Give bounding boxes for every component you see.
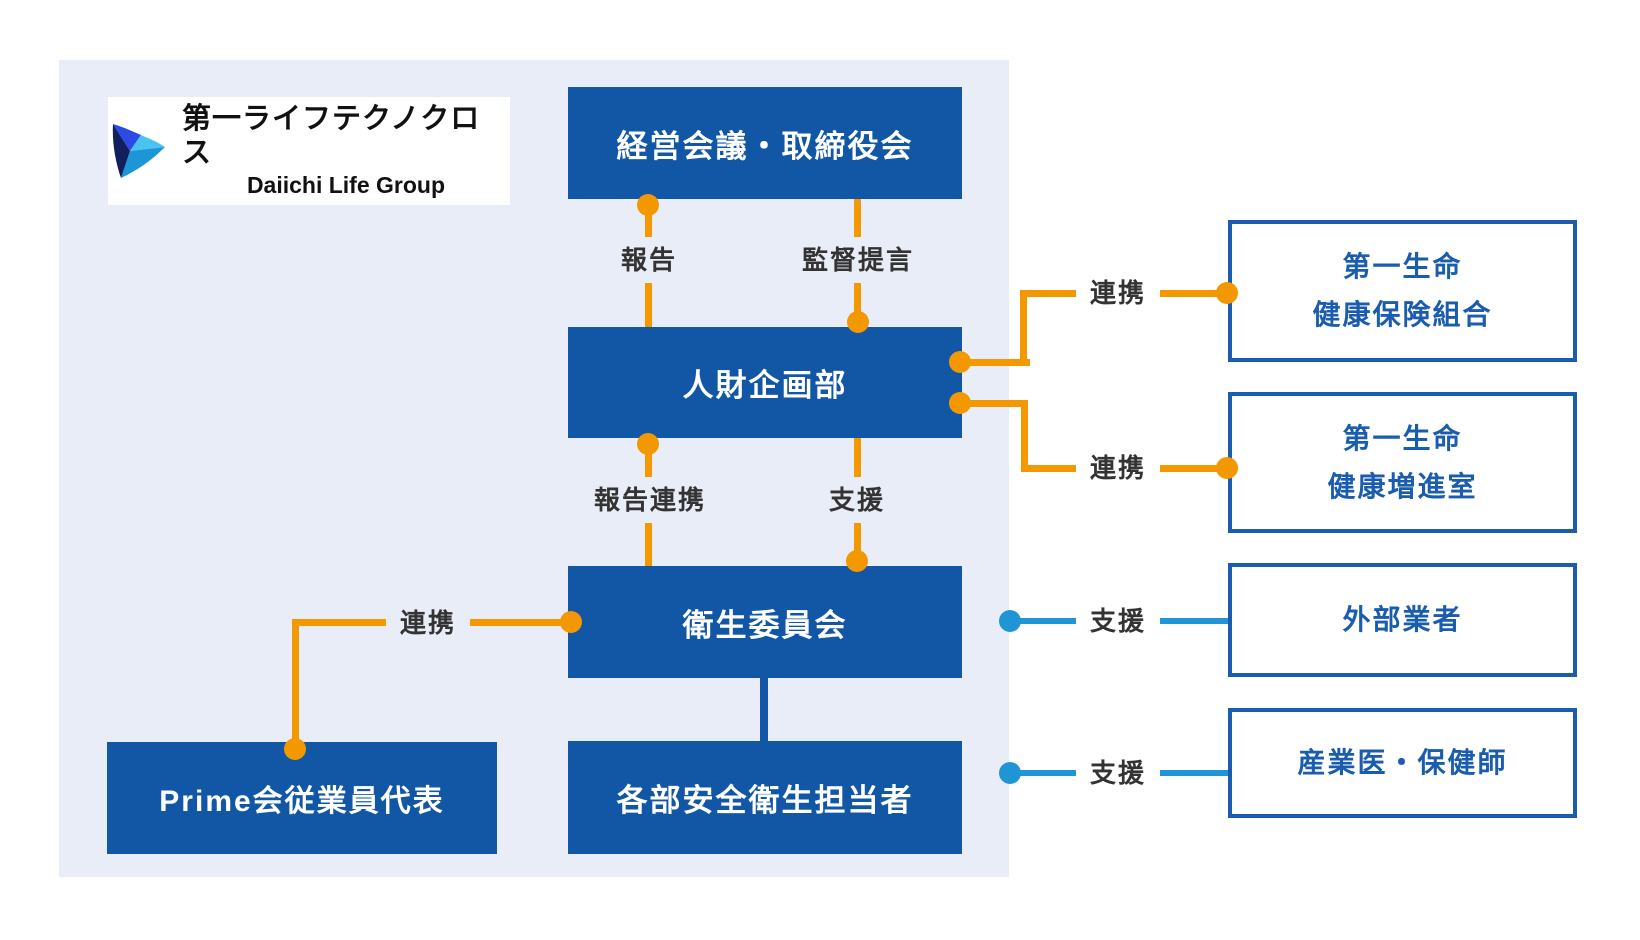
node-daiichi-health-insurance-union: 第一生命 健康保険組合: [1228, 220, 1577, 362]
node-occupational-physician-nurse: 産業医・保健師: [1228, 708, 1577, 818]
connector-collab-top-seg2: [1020, 290, 1027, 366]
connector-collab-bottom-seg1: [958, 400, 1028, 407]
connector-support-mid-label: 支援: [814, 477, 900, 523]
logo-text-block: 第一ライフテクノクロス Daiichi Life Group: [182, 103, 510, 198]
node-outside-vendors: 外部業者: [1228, 563, 1577, 677]
ext-node-line: 第一生命: [1342, 251, 1463, 283]
ext-node-line: 第一生命: [1342, 422, 1463, 454]
logo-company-name: 第一ライフテクノクロス: [181, 103, 481, 169]
node-prime-employee-representatives: Prime会従業員代表: [107, 742, 497, 854]
connector-collab-top-seg1: [958, 359, 1030, 366]
connector-report-collab-label: 報告連携: [579, 477, 721, 523]
ext-node-line: 産業医・保健師: [1297, 747, 1508, 779]
node-hygiene-committee: 衛生委員会: [568, 566, 962, 678]
node-dept-safety-officers: 各部安全衛生担当者: [568, 741, 962, 854]
connector-collab-bottom-dot-right: [1216, 457, 1238, 479]
connector-collab-bottom-label: 連携: [1075, 445, 1161, 491]
connector-collab-left-seg2: [292, 619, 299, 749]
connector-support-vendor-label: 支援: [1075, 598, 1161, 644]
connector-committee-officers-line: [760, 678, 768, 741]
connector-support-mid-dot: [846, 550, 868, 572]
connector-report-dot: [637, 194, 659, 216]
company-logo-card: 第一ライフテクノクロス Daiichi Life Group: [108, 97, 510, 205]
connector-collab-left-dot-top: [560, 611, 582, 633]
connector-collab-left-dot-bottom: [284, 738, 306, 760]
connector-collab-bottom-seg2: [1021, 400, 1028, 472]
node-management-board: 経営会議・取締役会: [568, 87, 962, 199]
connector-supervision-label: 監督提言: [787, 237, 929, 283]
connector-collab-left-label: 連携: [385, 600, 471, 646]
daiichi-flag-icon: [112, 124, 165, 178]
ext-node-line: 外部業者: [1342, 604, 1463, 636]
connector-collab-top-label: 連携: [1075, 270, 1161, 316]
node-hr-planning-dept: 人財企画部: [568, 327, 962, 438]
node-daiichi-health-promotion-office: 第一生命 健康増進室: [1228, 392, 1577, 533]
ext-node-line: 健康保険組合: [1312, 299, 1493, 330]
logo-group-name: Daiichi Life Group: [246, 172, 446, 199]
connector-supervision-dot: [847, 311, 869, 333]
connector-support-physician-label: 支援: [1075, 750, 1161, 796]
connector-report-collab-dot: [637, 433, 659, 455]
connector-report-label: 報告: [606, 237, 692, 283]
connector-collab-top-dot-right: [1216, 282, 1238, 304]
ext-node-line: 健康増進室: [1327, 470, 1478, 502]
